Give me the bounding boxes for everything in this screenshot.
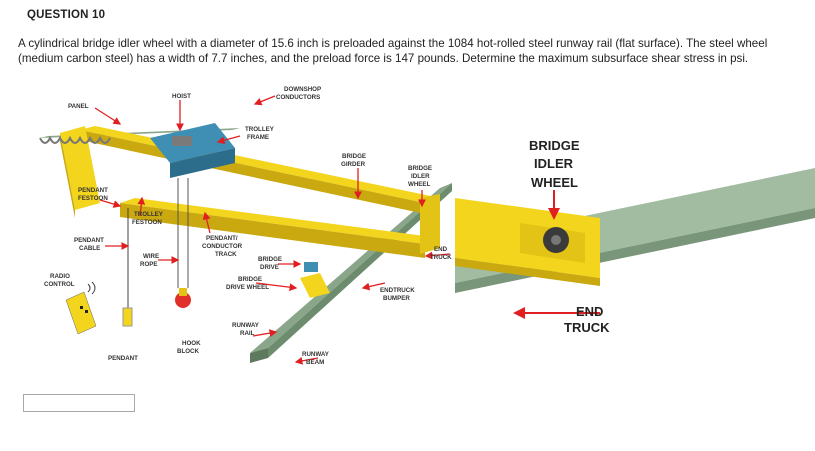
label-bridge-girder-2: GIRDER bbox=[341, 161, 366, 168]
label-wire-rope-1: WIRE bbox=[143, 253, 159, 260]
runway-beam-front bbox=[250, 183, 452, 363]
label-trolley-festoon-1: TROLLEY bbox=[134, 211, 164, 218]
detail-label-idler-2: IDLER bbox=[534, 156, 574, 171]
label-bridge-drive-2: DRIVE bbox=[260, 264, 279, 271]
label-trolley-frame-2: FRAME bbox=[247, 134, 269, 141]
label-trolley-festoon-2: FESTOON bbox=[132, 219, 162, 226]
detail-label-idler-3: WHEEL bbox=[531, 175, 578, 190]
label-endtruck-bumper-2: BUMPER bbox=[383, 295, 410, 302]
label-runway-beam-1: RUNWAY bbox=[302, 351, 330, 358]
label-downshop-1: DOWNSHOP bbox=[284, 86, 321, 93]
detail-view bbox=[455, 168, 815, 293]
label-end-truck-2: TRUCK bbox=[430, 254, 452, 261]
label-endtruck-bumper-1: ENDTRUCK bbox=[380, 287, 415, 294]
label-hook-block-2: BLOCK bbox=[177, 348, 200, 355]
label-pendant-festoon-1: PENDANT bbox=[78, 187, 108, 194]
answer-input[interactable] bbox=[23, 394, 135, 412]
label-bridge-girder-1: BRIDGE bbox=[342, 153, 366, 160]
label-wire-rope-2: ROPE bbox=[140, 261, 158, 268]
label-runway-rail-2: RAIL bbox=[240, 330, 255, 337]
bridge-girder-front bbox=[120, 198, 440, 258]
label-hoist: HOIST bbox=[172, 93, 191, 100]
hook-block bbox=[175, 288, 191, 308]
label-pendant-festoon-2: FESTOON bbox=[78, 195, 108, 202]
label-bridge-drive-1: BRIDGE bbox=[258, 256, 282, 263]
label-pendant-track-3: TRACK bbox=[215, 251, 237, 258]
end-truck-right bbox=[300, 194, 440, 298]
label-pendant: PENDANT bbox=[108, 355, 138, 362]
label-radio-control-2: CONTROL bbox=[44, 281, 75, 288]
label-runway-beam-2: BEAM bbox=[306, 359, 324, 366]
label-bridge-idler-2: IDLER bbox=[411, 173, 430, 180]
radio-control bbox=[65, 281, 97, 335]
label-end-truck-1: END bbox=[434, 246, 448, 253]
question-text: A cylindrical bridge idler wheel with a … bbox=[18, 37, 768, 65]
detail-label-end-2: TRUCK bbox=[564, 320, 610, 335]
label-bridge-idler-1: BRIDGE bbox=[408, 165, 432, 172]
label-trolley-frame-1: TROLLEY bbox=[245, 126, 275, 133]
crane-diagram: PANEL HOIST DOWNSHOP CONDUCTORS TROLLEY … bbox=[39, 86, 815, 366]
label-pendant-cable-2: CABLE bbox=[79, 245, 100, 252]
label-bridge-drive-wheel-1: BRIDGE bbox=[238, 276, 262, 283]
detail-label-end-1: END bbox=[576, 304, 603, 319]
end-truck-left bbox=[60, 126, 100, 218]
label-pendant-cable-1: PENDANT bbox=[74, 237, 104, 244]
festoon-cable bbox=[39, 135, 111, 144]
label-hook-block-1: HOOK bbox=[182, 340, 201, 347]
label-bridge-idler-3: WHEEL bbox=[408, 181, 431, 188]
label-radio-control-1: RADIO bbox=[50, 273, 70, 280]
bridge-drive bbox=[304, 262, 318, 272]
pendant-box bbox=[122, 307, 133, 327]
label-panel: PANEL bbox=[68, 103, 89, 110]
label-pendant-track-1: PENDANT/ bbox=[206, 235, 238, 242]
trolley bbox=[150, 123, 235, 178]
label-downshop-2: CONDUCTORS bbox=[276, 94, 320, 101]
question-title: QUESTION 10 bbox=[27, 9, 106, 21]
label-bridge-drive-wheel-2: DRIVE WHEEL bbox=[226, 284, 269, 291]
detail-label-idler-1: BRIDGE bbox=[529, 138, 580, 153]
label-runway-rail-1: RUNWAY bbox=[232, 322, 260, 329]
label-pendant-track-2: CONDUCTOR bbox=[202, 243, 243, 250]
